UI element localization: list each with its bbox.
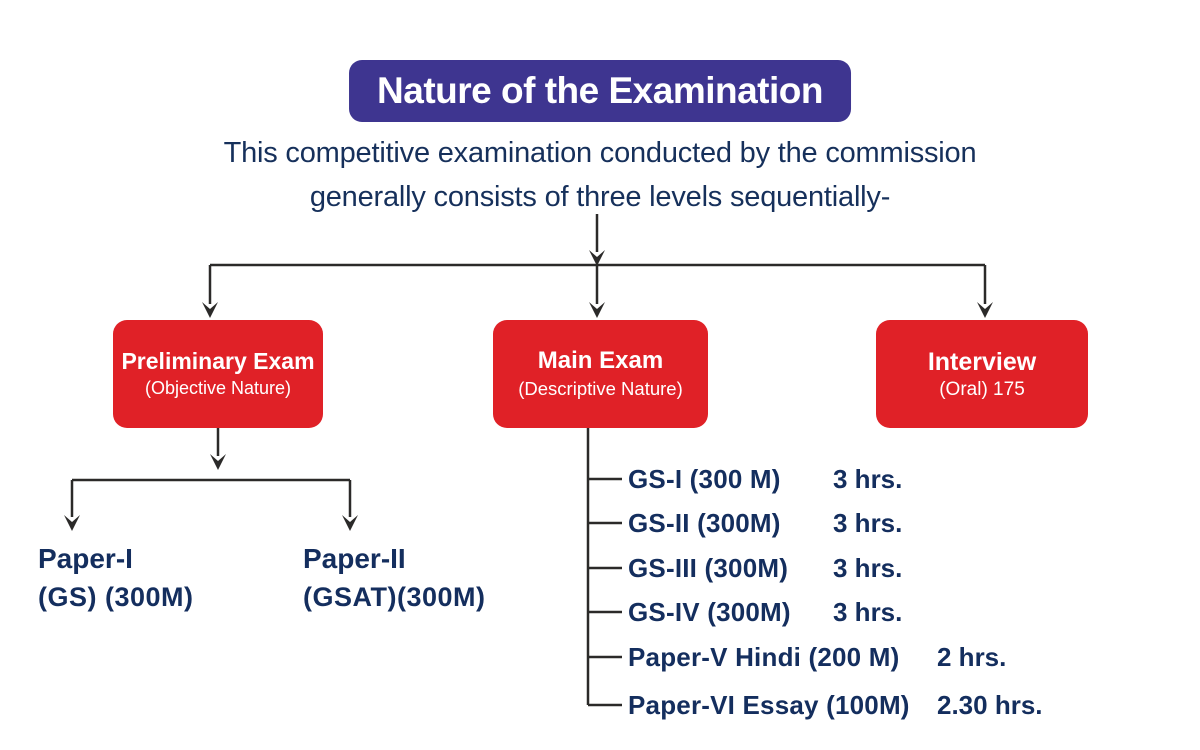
paper-1-detail: (GS) (300M) [38,582,194,612]
list-item: Paper-V Hindi (200 M) 2 hrs. [628,640,1193,674]
list-item: Paper-VI Essay (100M) 2.30 hrs. [628,688,1193,722]
main-paper-duration: 3 hrs. [833,464,903,494]
page-title-text: Nature of the Examination [377,70,823,111]
interview-title: Interview [927,347,1037,376]
main-exam-paper-list: GS-I (300 M) 3 hrs. GS-II (300M) 3 hrs. … [628,0,1193,750]
main-exam-title: Main Exam [537,347,664,375]
main-paper-duration: 3 hrs. [833,508,903,538]
list-item: GS-III (300M) 3 hrs. [628,551,1193,585]
main-paper-name: Paper-VI Essay (100M) [628,690,910,720]
level-box-preliminary-exam: Preliminary Exam (Objective Nature) [113,320,323,428]
main-exam-nature: (Descriptive Nature) [518,377,683,399]
paper-2-detail: (GSAT)(300M) [303,582,486,612]
level-box-main-exam: Main Exam (Descriptive Nature) [493,320,708,428]
main-paper-duration: 2 hrs. [937,642,1007,672]
main-paper-duration: 3 hrs. [833,597,903,627]
main-paper-name: GS-II (300M) [628,508,781,538]
main-paper-duration: 2.30 hrs. [937,690,1043,720]
preliminary-paper-1: Paper-I (GS) (300M) [38,541,308,617]
preliminary-exam-title: Preliminary Exam [121,348,315,375]
page-title: Nature of the Examination [349,60,851,122]
main-paper-name: GS-I (300 M) [628,464,781,494]
list-item: GS-IV (300M) 3 hrs. [628,595,1193,629]
page-subtitle: This competitive examination conducted b… [0,131,1200,219]
paper-2-name: Paper-II [303,543,406,574]
main-paper-name: GS-III (300M) [628,553,789,583]
level-box-interview: Interview (Oral) 175 [876,320,1088,428]
subtitle-line-1: This competitive examination conducted b… [223,137,977,169]
main-paper-name: Paper-V Hindi (200 M) [628,642,900,672]
subtitle-line-2: generally consists of three levels seque… [309,181,891,213]
paper-1-name: Paper-I [38,543,133,574]
interview-nature: (Oral) 175 [939,378,1025,400]
main-paper-name: GS-IV (300M) [628,597,791,627]
list-item: GS-I (300 M) 3 hrs. [628,462,1193,496]
main-paper-duration: 3 hrs. [833,553,903,583]
preliminary-paper-2: Paper-II (GSAT)(300M) [303,541,573,617]
list-item: GS-II (300M) 3 hrs. [628,506,1193,540]
preliminary-exam-nature: (Objective Nature) [144,377,292,398]
